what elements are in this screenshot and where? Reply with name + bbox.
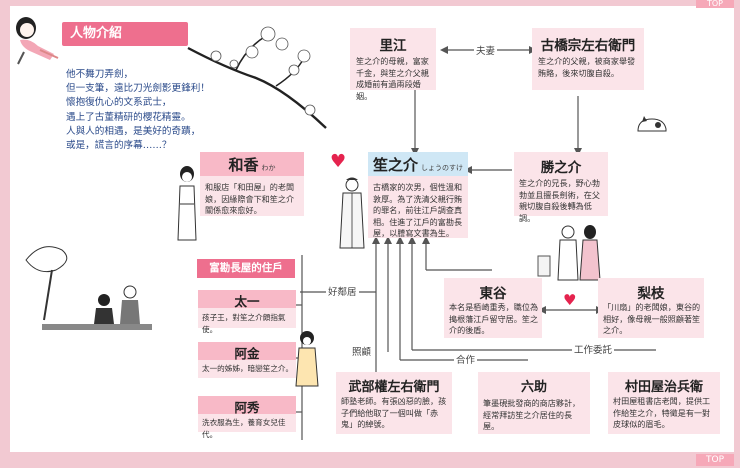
card-name: 和香わか bbox=[200, 154, 304, 175]
card-desc: 筆墨硯批發商的商店夥計，經常拜訪笙之介居住的長屋。 bbox=[483, 398, 581, 432]
card-ruby: わか bbox=[261, 164, 276, 172]
card-murataya: 村田屋治兵衛 村田屋租書店老闆，提供工作給笙之介，特徵是有一對皮球似的眉毛。 bbox=[608, 372, 720, 434]
couple-figure-icon bbox=[537, 225, 601, 281]
poem-line: 或是，謊言的序幕……？ bbox=[66, 140, 172, 152]
card-higashitani: 東谷 本名是栢崎重秀，職位為搗根藩江戶留守居。笙之介的後盾。 bbox=[444, 278, 542, 338]
shonosuke-figure-icon bbox=[339, 177, 365, 249]
card-ashu: 阿秀 洗衣服為生，養育女兒佳代。 bbox=[198, 396, 296, 439]
card-name: 笙之介しょうのすけ bbox=[368, 154, 468, 175]
card-desc: 笙之介的父親，被商家舉發賄賂，後來切腹自殺。 bbox=[538, 56, 636, 78]
top-strip bbox=[0, 0, 740, 6]
card-name: 勝之介 bbox=[540, 160, 582, 176]
card-desc: 笙之介的母親，富家千金，與笙之介父親成婚前有過兩段婚姻。 bbox=[356, 56, 429, 101]
card-name: 東谷 bbox=[479, 286, 507, 302]
card-name: 梨枝 bbox=[637, 286, 665, 302]
poem-line: 人與人的相遇，是美好的奇蹟， bbox=[66, 125, 201, 137]
poem-line: 遇上了古董精研的櫻花精靈。 bbox=[66, 111, 191, 123]
card-desc: 洗衣服為生，養育女兒佳代。 bbox=[202, 418, 286, 439]
relation-label-commission: 工作委託 bbox=[572, 342, 615, 356]
card-desc: 笙之介的兄長，野心勃勃並且擅長劍術，在父親切腹自殺後轉為低調。 bbox=[519, 178, 600, 223]
card-desc: 古橋家的次男，個性溫和敦厚。為了洗清父親行賄的罪名，前往江戶調查真相。住進了江戶… bbox=[373, 182, 463, 239]
card-name: 六助 bbox=[520, 380, 547, 395]
card-name: 里江 bbox=[379, 38, 407, 54]
card-ruby: しょうのすけ bbox=[421, 164, 463, 172]
card-name-text: 笙之介 bbox=[372, 156, 418, 174]
card-name-bg bbox=[198, 396, 296, 414]
poem-line: 他不舞刀弄劍， bbox=[66, 69, 134, 80]
girl-illustration-icon bbox=[16, 17, 59, 65]
card-taichi: 太一 孩子王，對笙之介頗指氣使。 bbox=[198, 290, 296, 334]
group-title: 富勘長屋的住戶 bbox=[197, 259, 295, 278]
card-name-bg bbox=[200, 152, 304, 176]
card-katsunosuke: 勝之介 笙之介的兄長，野心勃勃並且擅長劍術，在父親切腹自殺後轉為低調。 bbox=[514, 152, 608, 223]
poem-line: 懷抱復仇心的文系武士， bbox=[66, 97, 172, 109]
relation-label-care: 照顧 bbox=[350, 344, 374, 358]
card-name-text: 和香 bbox=[228, 156, 259, 174]
card-desc: 本名是栢崎重秀，職位為搗根藩江戶留守居。笙之介的後盾。 bbox=[449, 302, 539, 336]
heart-icon: ♥ bbox=[330, 151, 347, 172]
card-name: 古橋宗左右衛門 bbox=[540, 38, 636, 54]
card-name: 村田屋治兵衛 bbox=[624, 380, 703, 395]
card-desc: 孩子王，對笙之介頗指氣使。 bbox=[202, 313, 286, 334]
card-desc: 和服店「和田屋」的老闆娘，因緣際會下和笙之介關係愈來愈好。 bbox=[205, 182, 295, 216]
card-rokusuke: 六助 筆墨硯批發商的商店夥計，經常拜訪笙之介居住的長屋。 bbox=[478, 372, 590, 434]
akin-figure-icon bbox=[295, 331, 319, 387]
card-name-bg bbox=[198, 342, 296, 360]
intro-poem: 他不舞刀弄劍， 但一支筆，遠比刀光劍影更鋒利！ 懷抱復仇心的文系武士， 遇上了古… bbox=[66, 68, 226, 153]
cherry-branch-icon bbox=[187, 26, 327, 129]
relation-label-neighbor: 好鄰居 bbox=[326, 284, 359, 298]
relation-label-partner: 合作 bbox=[454, 352, 478, 366]
card-rie2: 梨枝 「川扇」的老闆娘，東谷的相好，像母親一般照顧著笙之介。 bbox=[598, 278, 704, 338]
card-waka: 和香わか 和服店「和田屋」的老闆娘，因緣際會下和笙之介關係愈來愈好。 bbox=[200, 152, 304, 216]
card-name: 武部權左右衛門 bbox=[348, 380, 440, 395]
card-rie: 里江 笙之介的母親，富家千金，與笙之介父親成婚前有過兩段婚姻。 bbox=[350, 28, 436, 101]
poem-line: 但一支筆，遠比刀光劍影更鋒利！ bbox=[66, 83, 210, 95]
card-name-bg bbox=[368, 152, 468, 176]
card-name-bg bbox=[198, 290, 296, 308]
card-desc: 師塾老師。有張凶惡的臉，孩子們給他取了一個叫做「赤鬼」的綽號。 bbox=[341, 396, 447, 430]
card-takebe: 武部權左右衛門 師塾老師。有張凶惡的臉，孩子們給他取了一個叫做「赤鬼」的綽號。 bbox=[336, 372, 452, 434]
card-akin: 阿金 太一的姊姊，暗戀笙之介。 bbox=[198, 342, 296, 378]
card-desc: 「川扇」的老闆娘，東谷的相好，像母親一般照顧著笙之介。 bbox=[603, 302, 701, 336]
top-link-bottom[interactable]: TOP bbox=[696, 454, 734, 466]
children-figure-icon bbox=[25, 246, 152, 330]
card-desc: 村田屋租書店老闆，提供工作給笙之介，特徵是有一對皮球似的眉毛。 bbox=[613, 396, 711, 430]
card-name: 太一 bbox=[234, 294, 260, 309]
top-link[interactable]: TOP bbox=[696, 0, 734, 8]
heart-icon: ♥ bbox=[563, 291, 577, 309]
card-soemon: 古橋宗左右衛門 笙之介的父親，被商家舉發賄賂，後來切腹自殺。 bbox=[532, 28, 644, 90]
waka-figure-icon bbox=[177, 166, 197, 241]
card-shonosuke: 笙之介しょうのすけ 古橋家的次男，個性溫和敦厚。為了洗清父親行賄的罪名，前往江戶… bbox=[368, 152, 468, 238]
card-desc: 太一的姊姊，暗戀笙之介。 bbox=[202, 364, 294, 373]
card-name: 阿金 bbox=[234, 346, 260, 361]
relation-label-spouse: 夫妻 bbox=[474, 43, 498, 57]
cat-icon bbox=[637, 116, 667, 132]
page-title: 人物介紹 bbox=[62, 22, 188, 46]
card-name: 阿秀 bbox=[234, 400, 260, 415]
